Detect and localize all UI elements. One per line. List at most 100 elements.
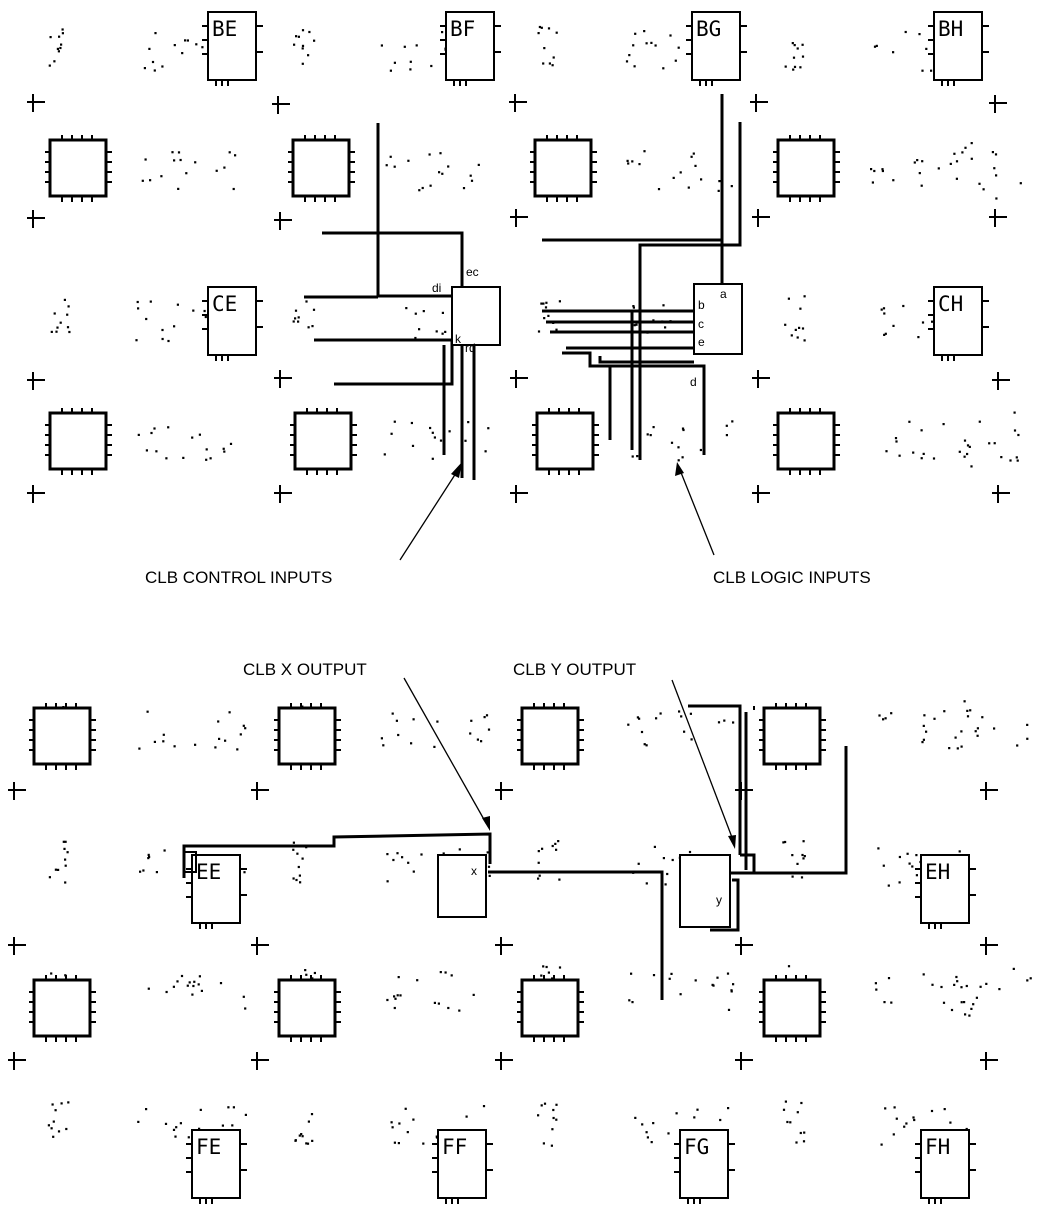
routing-dot	[204, 315, 207, 319]
routing-dot	[294, 1139, 297, 1142]
routing-dot	[310, 1113, 314, 1116]
routing-dot	[730, 990, 733, 993]
routing-dot	[966, 715, 970, 718]
routing-dot	[540, 302, 543, 305]
routing-dot	[231, 1124, 234, 1127]
routing-dot	[675, 1112, 678, 1115]
routing-dot	[784, 1100, 787, 1103]
routing-dot	[1029, 977, 1032, 980]
clb-label: FE	[196, 1135, 221, 1159]
routing-dot	[219, 982, 223, 985]
routing-dot	[397, 1142, 400, 1145]
routing-dot	[433, 436, 436, 439]
routing-dot	[150, 431, 153, 435]
routing-dot	[407, 861, 410, 864]
crosshair-marker	[8, 937, 26, 955]
routing-dot	[922, 724, 925, 727]
routing-dot	[395, 719, 398, 722]
routing-dot	[406, 1131, 409, 1134]
routing-dot	[52, 1120, 55, 1123]
routing-dot	[677, 459, 680, 462]
crosshair-marker	[272, 96, 290, 114]
routing-dot	[963, 1001, 966, 1004]
routing-dot	[646, 1136, 649, 1139]
routing-dot	[148, 47, 151, 50]
routing-dot	[555, 31, 558, 34]
routing-dot	[397, 733, 400, 737]
routing-dot	[215, 169, 218, 172]
routing-dot	[966, 709, 969, 712]
wire-control-2	[322, 231, 464, 287]
routing-dot	[1016, 459, 1019, 462]
wire-y-out	[730, 746, 848, 875]
routing-dot	[918, 33, 921, 36]
routing-dot	[875, 44, 878, 47]
pin-label-rd: rd	[465, 341, 476, 355]
routing-dot	[485, 714, 489, 717]
routing-dot	[931, 983, 934, 986]
routing-dot	[441, 311, 444, 314]
top-routing-wires: di ec k rd a b c e d	[304, 94, 743, 480]
routing-dot	[186, 39, 189, 42]
routing-dot	[723, 719, 726, 722]
routing-dot	[1015, 456, 1018, 459]
routing-dot	[677, 446, 680, 449]
routing-dot	[882, 718, 885, 721]
routing-dot	[960, 745, 963, 748]
routing-dot	[227, 1106, 230, 1109]
routing-dot	[799, 66, 802, 69]
crosshair-marker	[750, 94, 768, 112]
routing-dot	[792, 56, 796, 59]
routing-dot	[551, 64, 554, 67]
routing-dot	[970, 142, 973, 145]
routing-dot	[558, 300, 561, 303]
routing-dot	[681, 427, 685, 430]
wire-x-route	[488, 870, 664, 1000]
routing-dot	[542, 302, 545, 305]
routing-dot	[418, 189, 421, 192]
routing-dot	[873, 169, 876, 173]
wire-y-top	[688, 704, 742, 855]
routing-dot	[393, 1006, 396, 1010]
routing-dot	[416, 979, 419, 982]
routing-dot	[48, 876, 51, 879]
crosshair-marker	[735, 937, 753, 955]
routing-dot	[930, 1109, 934, 1113]
switch-matrix	[773, 135, 840, 202]
routing-dot	[294, 309, 298, 312]
routing-dot	[913, 1118, 916, 1122]
routing-dot	[880, 308, 883, 311]
routing-dot	[394, 997, 397, 1000]
routing-dot	[429, 184, 432, 187]
routing-dot	[931, 320, 934, 323]
routing-dot	[147, 987, 150, 990]
routing-dot	[956, 980, 959, 983]
routing-dot	[63, 847, 66, 850]
routing-dot	[803, 1131, 806, 1134]
routing-dot	[437, 1002, 440, 1005]
wire-x-loop	[184, 851, 197, 873]
routing-dot	[920, 429, 923, 432]
routing-dot	[1009, 459, 1012, 462]
clb-block: FF	[432, 1129, 493, 1204]
routing-dot	[870, 168, 873, 171]
routing-dot	[160, 175, 163, 178]
routing-dot	[386, 998, 389, 1002]
routing-dot	[681, 456, 684, 459]
routing-dot	[726, 972, 730, 975]
routing-dot	[385, 164, 388, 167]
routing-dot	[636, 716, 639, 719]
routing-dot	[628, 54, 631, 57]
routing-dot	[135, 339, 138, 342]
routing-dot	[153, 427, 156, 430]
routing-dot	[963, 455, 966, 458]
switch-matrix	[759, 703, 826, 770]
routing-dot	[873, 45, 877, 48]
clb-block: EH	[915, 854, 976, 929]
routing-dot	[961, 151, 964, 154]
routing-dot	[787, 965, 791, 968]
routing-dot	[311, 325, 314, 328]
routing-dot	[991, 151, 994, 154]
routing-dot	[689, 712, 692, 715]
wire-logic-d2	[598, 356, 694, 364]
